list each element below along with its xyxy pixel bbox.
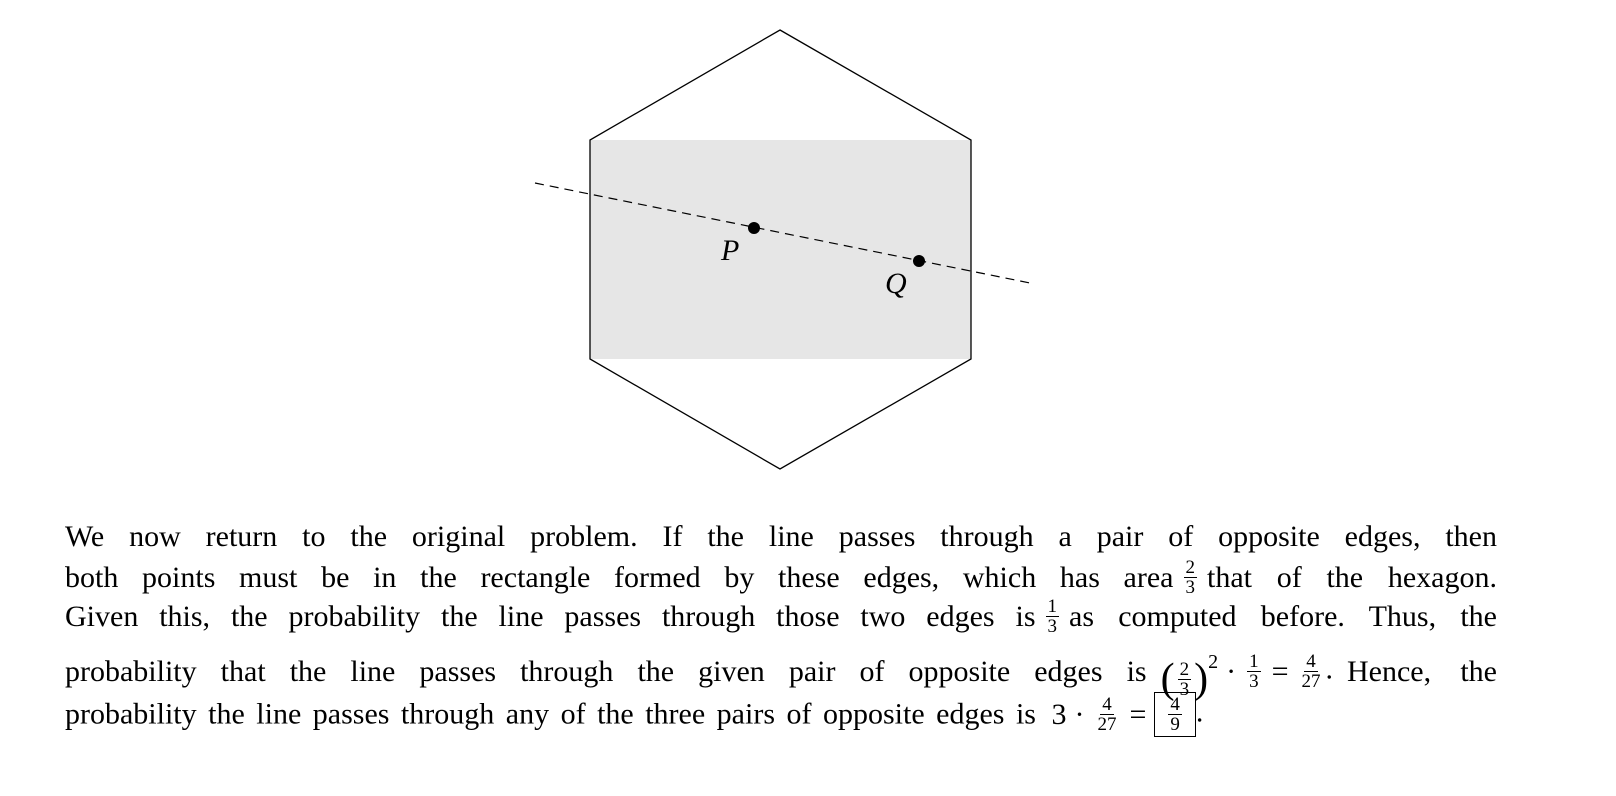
exponent: 2 [1208, 651, 1219, 673]
point-q [913, 255, 925, 267]
period: . [1325, 652, 1334, 686]
label-p: P [720, 234, 739, 267]
point-p [748, 222, 760, 234]
denominator: 9 [1170, 714, 1180, 735]
equals: = [1129, 697, 1147, 731]
paragraph-line-2: both points must be in the rectangle for… [65, 558, 1497, 597]
numerator: 4 [1100, 694, 1114, 715]
paragraph-line-5: probability the line passes through any … [65, 692, 1203, 737]
paragraph-line-1: We now return to the original problem. I… [65, 520, 1497, 554]
denominator: 3 [1047, 616, 1058, 637]
numerator: 2 [1177, 658, 1192, 680]
text: that of the hexagon. [1207, 560, 1497, 594]
denominator: 3 [1249, 671, 1259, 693]
numerator: 1 [1247, 651, 1261, 673]
label-q: Q [885, 267, 907, 300]
text: We now return to the original problem. I… [65, 520, 1497, 553]
numerator: 2 [1183, 557, 1197, 578]
equals: = [1271, 654, 1289, 688]
numerator: 4 [1304, 651, 1318, 673]
denominator: 3 [1179, 678, 1190, 700]
dot: · [1226, 654, 1237, 688]
denominator: 27 [1301, 671, 1321, 693]
dashed-line [534, 182, 1031, 284]
paragraph-line-3: Given this, the probability the line pas… [65, 597, 1497, 636]
text: Hence, the [1347, 654, 1497, 688]
text: both points must be in the rectangle for… [65, 560, 1174, 594]
numerator: 4 [1168, 694, 1182, 715]
denominator: 27 [1097, 714, 1117, 735]
shaded-rectangle [590, 140, 971, 359]
denominator: 3 [1185, 577, 1196, 598]
number: 3 [1051, 697, 1067, 731]
paragraph-line-4: probability that the line passes through… [65, 645, 1497, 703]
hexagon [589, 29, 972, 470]
period: . [1195, 695, 1204, 729]
text: as computed before. Thus, the [1069, 599, 1497, 633]
text: probability the line passes through any … [65, 697, 1036, 731]
text: Given this, the probability the line pas… [65, 599, 1036, 633]
numerator: 1 [1045, 596, 1059, 617]
text: probability that the line passes through… [65, 654, 1147, 688]
hexagon-diagram: P Q [534, 29, 1031, 470]
dot: · [1074, 697, 1085, 731]
